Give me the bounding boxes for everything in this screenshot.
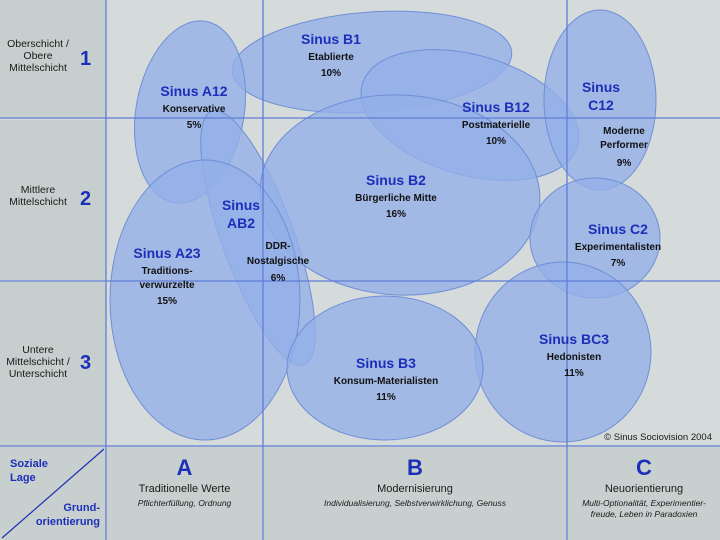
segment-b3-desc-1: Konsum-Materialisten bbox=[334, 376, 438, 387]
segment-b12-name: Sinus B12 bbox=[462, 99, 530, 115]
column-cell-c bbox=[568, 447, 720, 540]
column-header-c: C Neuorientierung Multi-Optionalität, Ex… bbox=[568, 455, 720, 520]
segment-c12-pct: 9% bbox=[617, 158, 632, 169]
segment-b1-pct: 10% bbox=[321, 68, 341, 79]
segment-ab2-desc-2: Nostalgische bbox=[247, 256, 310, 267]
segment-b12-pct: 10% bbox=[486, 136, 506, 147]
segment-b2-desc-1: Bürgerliche Mitte bbox=[355, 193, 437, 204]
segment-a23-name: Sinus A23 bbox=[133, 245, 200, 261]
column-c-title: Neuorientierung bbox=[604, 483, 684, 495]
column-b-subtitle: Individualisierung, Selbstverwirklichung… bbox=[324, 498, 506, 508]
segment-a23-desc-2: verwurzelte bbox=[139, 280, 194, 291]
row-1-line-1: Oberschicht / bbox=[7, 38, 69, 50]
segment-c2-name: Sinus C2 bbox=[588, 221, 648, 237]
segment-a12-name: Sinus A12 bbox=[160, 83, 227, 99]
segment-ab2-desc-1: DDR- bbox=[266, 241, 291, 252]
bubble-b3 bbox=[286, 295, 484, 441]
segment-c2-desc-1: Experimentalisten bbox=[575, 242, 661, 253]
row-label-1: Oberschicht / Obere Mittelschicht 1 bbox=[0, 0, 106, 118]
corner-orientation-line-2: orientierung bbox=[35, 516, 100, 528]
column-cell-b bbox=[264, 447, 566, 540]
segment-b12-desc-1: Postmaterielle bbox=[462, 120, 531, 131]
segment-bc3-desc-1: Hedonisten bbox=[547, 352, 601, 363]
row-2-line-1: Mittlere bbox=[20, 184, 56, 196]
segment-b3-name: Sinus B3 bbox=[356, 355, 416, 371]
column-cell-a bbox=[107, 447, 262, 540]
column-a-letter: A bbox=[176, 455, 193, 480]
row-2-number: 2 bbox=[80, 188, 92, 210]
corner-social-line-1: Soziale bbox=[10, 458, 48, 470]
segment-bc3-pct: 11% bbox=[564, 368, 584, 379]
segment-c12-name-1: Sinus bbox=[582, 79, 620, 95]
column-header-b: B Modernisierung Individualisierung, Sel… bbox=[264, 455, 566, 509]
segment-a12-desc-1: Konservative bbox=[163, 104, 226, 115]
column-b-letter: B bbox=[407, 455, 423, 480]
segment-b3-pct: 11% bbox=[376, 392, 396, 403]
column-a-title: Traditionelle Werte bbox=[138, 483, 231, 495]
column-c-letter: C bbox=[636, 455, 652, 480]
row-3-line-3: Unterschicht bbox=[8, 368, 68, 380]
row-3-line-2: Mittelschicht / bbox=[6, 356, 70, 368]
column-header-a: A Traditionelle Werte Pflichterfüllung, … bbox=[107, 455, 262, 509]
row-3-line-1: Untere bbox=[22, 344, 54, 356]
row-2-line-2: Mittelschicht bbox=[9, 196, 67, 208]
corner-orientation-line-1: Grund- bbox=[63, 502, 100, 514]
column-a-subtitle: Pflichterfüllung, Ordnung bbox=[137, 498, 232, 508]
segment-c12-desc-2: Performer bbox=[600, 140, 648, 151]
column-c-subtitle: Multi-Optionalität, Experimentier-freude… bbox=[582, 498, 706, 519]
segment-c12-desc-1: Moderne bbox=[603, 126, 645, 137]
row-1-line-3: Mittelschicht bbox=[9, 62, 67, 74]
segment-c12-name-2: C12 bbox=[588, 97, 614, 113]
corner-social-line-2: Lage bbox=[10, 472, 36, 484]
segment-bc3-name: Sinus BC3 bbox=[539, 331, 609, 347]
segment-ab2-pct: 6% bbox=[271, 273, 286, 284]
copyright-text: © Sinus Sociovision 2004 bbox=[604, 432, 712, 443]
row-1-number: 1 bbox=[80, 48, 92, 70]
segment-a23-pct: 15% bbox=[157, 296, 177, 307]
segment-b1-name: Sinus B1 bbox=[301, 31, 361, 47]
column-b-title: Modernisierung bbox=[377, 483, 453, 495]
bubble-a23 bbox=[109, 159, 301, 441]
segment-a12-pct: 5% bbox=[187, 120, 202, 131]
axis-corner: Soziale Lage Grund- orientierung bbox=[0, 447, 106, 540]
segment-ab2-name-1: Sinus bbox=[222, 197, 260, 213]
row-3-number: 3 bbox=[80, 352, 92, 374]
segment-b2-pct: 16% bbox=[386, 209, 406, 220]
row-label-2: Mittlere Mittelschicht 2 bbox=[0, 120, 106, 280]
segment-b2-name: Sinus B2 bbox=[366, 172, 426, 188]
segment-a23-desc-1: Traditions- bbox=[141, 266, 192, 277]
row-1-line-2: Obere bbox=[23, 50, 53, 62]
segment-b1-desc-1: Etablierte bbox=[308, 52, 354, 63]
segment-ab2-name-2: AB2 bbox=[227, 215, 255, 231]
row-label-3: Untere Mittelschicht / Unterschicht 3 bbox=[0, 282, 106, 446]
segment-c2-pct: 7% bbox=[611, 258, 626, 269]
